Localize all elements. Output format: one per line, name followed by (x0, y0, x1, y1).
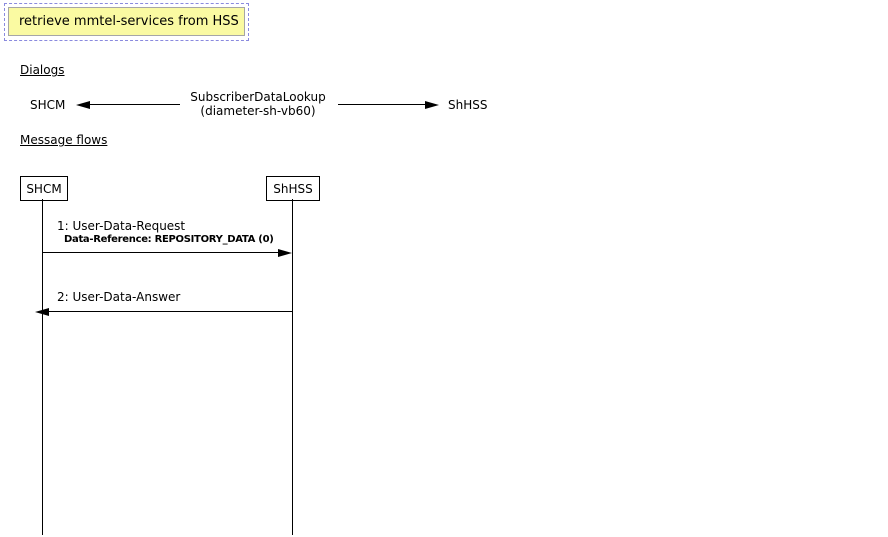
dialog-right-arrowhead-icon (425, 101, 439, 109)
dialog-protocol: (diameter-sh-vb60) (200, 104, 316, 118)
dialog-left-arrow-line (88, 104, 180, 105)
note-text: retrieve mmtel-services from HSS (19, 14, 239, 29)
dialog-right-party-label: ShHSS (448, 98, 488, 112)
dialog-left-party-label: SHCM (30, 98, 66, 112)
message-1-arrowhead-icon (278, 249, 292, 257)
note-box: retrieve mmtel-services from HSS (4, 3, 249, 41)
lifeline-shcm (42, 199, 43, 535)
dialog-right-arrow-line (338, 104, 425, 105)
message-2-arrow-line (49, 311, 292, 312)
lifeline-box-shcm: SHCM (20, 176, 68, 201)
message-1-arrow-line (43, 252, 278, 253)
lifeline-shhss (292, 199, 293, 535)
dialog-left-arrowhead-icon (76, 101, 90, 109)
dialog-name: SubscriberDataLookup (190, 90, 326, 104)
lifeline-label-shhss: ShHSS (273, 181, 313, 196)
dialog-label: SubscriberDataLookup (diameter-sh-vb60) (183, 90, 333, 118)
message-flows-heading: Message flows (20, 133, 108, 147)
lifeline-label-shcm: SHCM (26, 181, 62, 196)
message-2-arrowhead-icon (35, 308, 49, 316)
lifeline-box-shhss: ShHSS (266, 176, 320, 201)
note: retrieve mmtel-services from HSS (8, 7, 245, 36)
dialogs-heading: Dialogs (20, 63, 65, 77)
message-1-detail: Data-Reference: REPOSITORY_DATA (0) (64, 234, 274, 245)
message-1-label: 1: User-Data-Request (57, 219, 186, 233)
message-2-label: 2: User-Data-Answer (57, 290, 181, 304)
